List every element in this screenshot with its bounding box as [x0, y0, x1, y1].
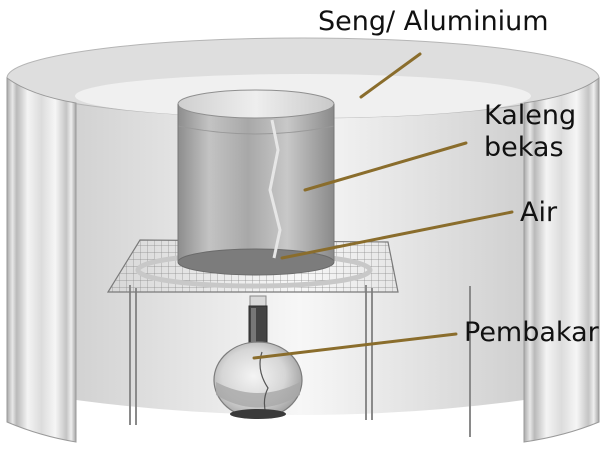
leader-seng: [359, 52, 422, 99]
tin-can: [177, 89, 335, 276]
leader-lines: [252, 52, 514, 360]
leader-kaleng: [303, 141, 468, 192]
reflector-left-panel: [6, 77, 77, 443]
label-air: Air: [520, 197, 558, 228]
burner-flask: [213, 295, 303, 419]
leader-pembakar: [252, 332, 458, 360]
reflector-right-panel: [523, 76, 600, 443]
label-seng-aluminium: Seng/ Aluminium: [318, 6, 549, 37]
label-kaleng-line1: Kaleng: [484, 100, 577, 131]
leader-air: [280, 210, 514, 260]
tripod-stand: [129, 285, 471, 437]
label-kaleng-line2: bekas: [484, 131, 564, 163]
label-pembakar: Pembakar: [464, 317, 599, 348]
label-kaleng-bekas: Kaleng bekas: [484, 100, 576, 164]
